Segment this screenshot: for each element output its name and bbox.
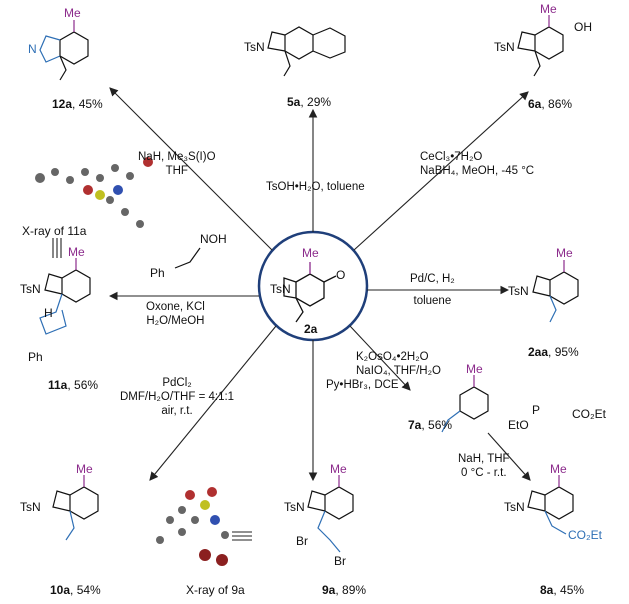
structure-2a <box>283 262 337 323</box>
p-reagent: P <box>532 403 541 417</box>
xray-11a-caption: X-ray of 11a <box>22 224 87 238</box>
tsn-11a: TsN <box>20 282 41 296</box>
conditions-9a: Py•HBr₃, DCE <box>326 379 399 391</box>
arrow-to-12a <box>109 87 273 251</box>
label-8a: 8a, 45% <box>540 583 585 597</box>
me-9a: Me <box>330 462 347 476</box>
br2-9a: Br <box>334 554 346 568</box>
tsn-6a: TsN <box>494 40 515 54</box>
center-compound-label: 2a <box>304 322 318 336</box>
label-2aa: 2aa, 95% <box>528 345 579 359</box>
tsn-8a: TsN <box>504 500 525 514</box>
br1-9a: Br <box>296 534 308 548</box>
ph-11a: Ph <box>28 350 43 364</box>
label-6a: 6a, 86% <box>528 97 573 111</box>
label-11a: 11a, 56% <box>48 378 99 392</box>
center-o: O <box>336 268 346 282</box>
center-tsn: TsN <box>270 282 291 296</box>
xray-11a-figure <box>35 157 153 228</box>
tsn-2aa: TsN <box>508 284 529 298</box>
me-10a: Me <box>76 462 93 476</box>
label-12a: 12a, 45% <box>52 97 103 111</box>
co2et-8a: CO₂Et <box>568 528 602 542</box>
tsn-5a: TsN <box>244 40 265 54</box>
arrow-to-10a <box>149 325 277 481</box>
label-5a: 5a, 29% <box>287 95 332 109</box>
arrow-to-8a <box>487 432 531 481</box>
xray-9a-caption: X-ray of 9a <box>186 583 245 597</box>
ph-reagent: Ph <box>150 266 165 280</box>
me-11a: Me <box>68 245 85 259</box>
label-9a: 9a, 89% <box>322 583 367 597</box>
co2et-reagent: CO₂Et <box>572 407 606 421</box>
n-12a: N <box>28 42 37 56</box>
me-12a: Me <box>64 6 81 20</box>
me-2aa: Me <box>556 246 573 260</box>
label-10a: 10a, 54% <box>50 583 101 597</box>
arrow-to-6a <box>353 91 529 251</box>
label-7a: 7a, 56% <box>408 418 453 432</box>
tsn-10a: TsN <box>20 500 41 514</box>
center-me: Me <box>302 246 319 260</box>
me-7a: Me <box>466 362 483 376</box>
conditions-5a: TsOH•H₂O, toluene <box>266 181 365 193</box>
me-6a: Me <box>540 2 557 16</box>
h-11a: H <box>44 306 53 320</box>
tsn-9a: TsN <box>284 500 305 514</box>
noh-reagent: NOH <box>200 232 227 246</box>
oh-6a: OH <box>574 20 592 34</box>
xray-9a-figure <box>156 487 229 566</box>
me-8a: Me <box>550 462 567 476</box>
arrow-to-7a <box>349 325 411 391</box>
eto-reagent: EtO <box>508 418 529 432</box>
